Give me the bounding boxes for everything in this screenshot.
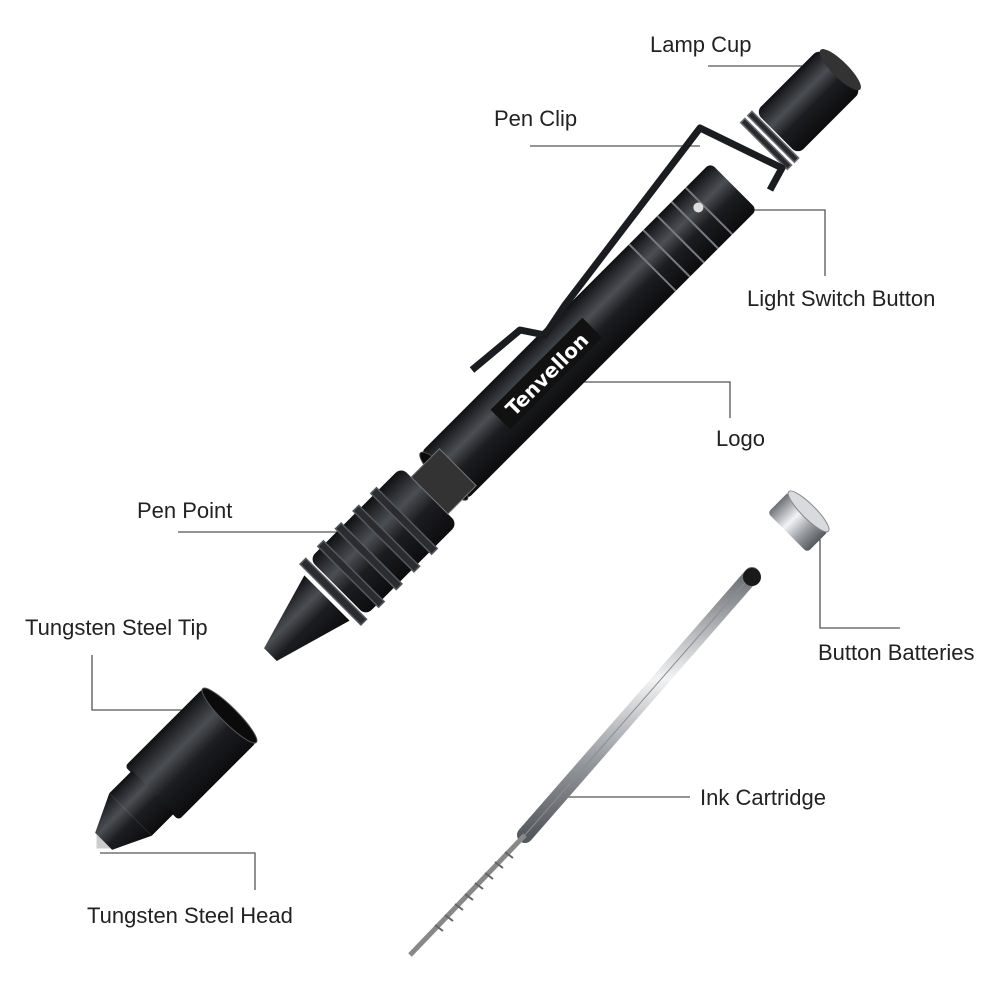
lamp-cup-part xyxy=(739,49,861,171)
leader-tungsten-tip xyxy=(91,655,196,711)
label-lamp-cup: Lamp Cup xyxy=(650,32,752,57)
label-tungsten-steel-tip: Tungsten Steel Tip xyxy=(25,615,208,640)
pen-point-part xyxy=(264,448,477,661)
leader-tungsten-head xyxy=(100,852,256,890)
pen-clip-part xyxy=(469,124,786,373)
label-pen-clip: Pen Clip xyxy=(494,106,578,131)
tungsten-tip-cap xyxy=(95,687,258,850)
pen-body: Tenvellon xyxy=(419,165,755,501)
label-tungsten-steel-head: Tungsten Steel Head xyxy=(87,903,293,928)
label-logo: Logo xyxy=(716,426,765,451)
button-batteries-part xyxy=(769,490,830,551)
leader-logo xyxy=(580,381,731,418)
label-light-switch-button: Light Switch Button xyxy=(747,286,936,311)
label-button-batteries: Button Batteries xyxy=(818,640,975,665)
ink-cartridge-part xyxy=(408,567,761,957)
label-pen-point: Pen Point xyxy=(137,498,233,523)
leader-button-batteries xyxy=(805,539,900,629)
light-switch-dot xyxy=(693,202,704,213)
label-ink-cartridge: Ink Cartridge xyxy=(700,785,826,810)
